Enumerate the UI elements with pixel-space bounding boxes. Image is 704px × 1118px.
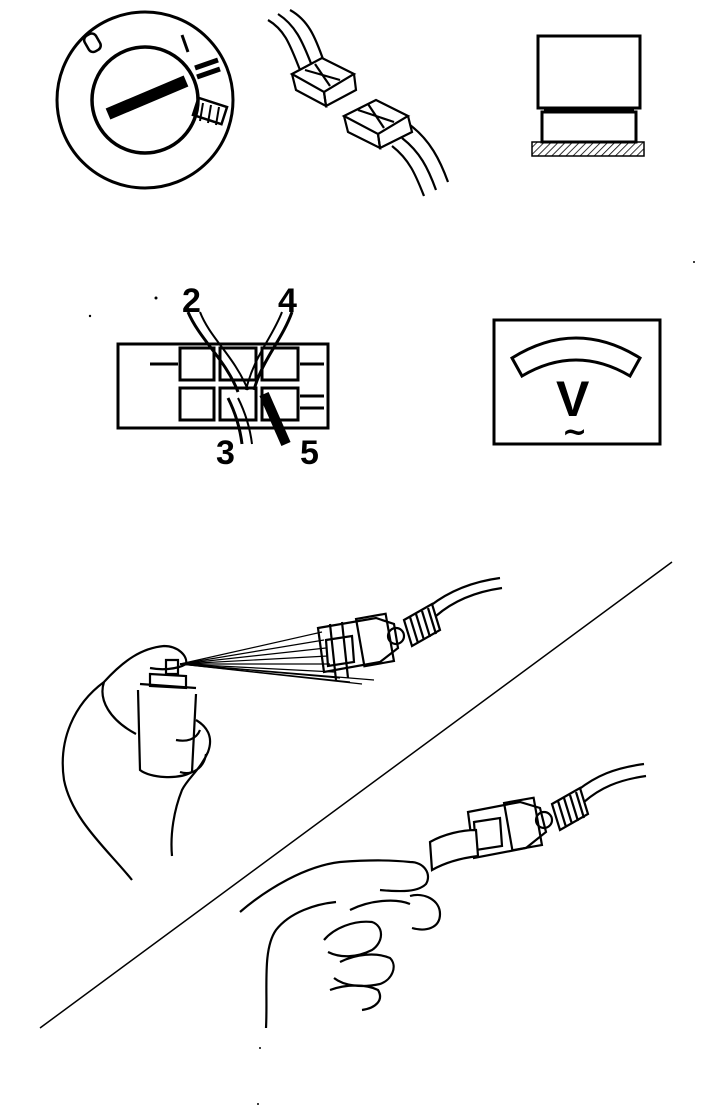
pin-label-2: 2 — [182, 282, 201, 320]
connector-upper — [316, 612, 406, 681]
hand-spraying — [61, 644, 212, 881]
connector-lower — [428, 796, 554, 872]
voltmeter: V ~ — [492, 318, 662, 450]
pin-label-5: 5 — [300, 434, 319, 472]
hand-connecting — [239, 859, 442, 1029]
divider-line — [39, 561, 673, 1029]
wire-pin-4 — [252, 311, 294, 391]
wire-pin-5 — [259, 391, 291, 447]
ignition-switch — [55, 10, 235, 190]
meter-scale-arc — [509, 336, 643, 379]
spray-can — [136, 658, 198, 779]
pin-label-3: 3 — [216, 434, 235, 472]
wire-pin-3 — [226, 397, 244, 445]
cable-boot-upper — [402, 602, 442, 648]
spray-mist — [179, 631, 375, 685]
scan-specks — [88, 261, 695, 1105]
connector-cavities — [150, 346, 324, 422]
reconnect-scene — [239, 762, 647, 1029]
wire-pin-2 — [186, 311, 240, 393]
cable-boot-lower — [550, 786, 590, 832]
spray-scene — [61, 576, 503, 881]
position-marks — [82, 32, 229, 126]
cable-lower — [577, 762, 645, 791]
key-slot — [105, 75, 189, 120]
connector-unplugged — [267, 9, 450, 197]
terminal-block — [531, 34, 645, 157]
pin-label-4: 4 — [278, 282, 297, 320]
meter-symbol-ac: ~ — [562, 415, 587, 450]
meter-symbol-v: V — [556, 371, 590, 427]
connector-pinout: 2 4 3 5 — [116, 282, 330, 472]
cable-upper — [429, 576, 501, 607]
